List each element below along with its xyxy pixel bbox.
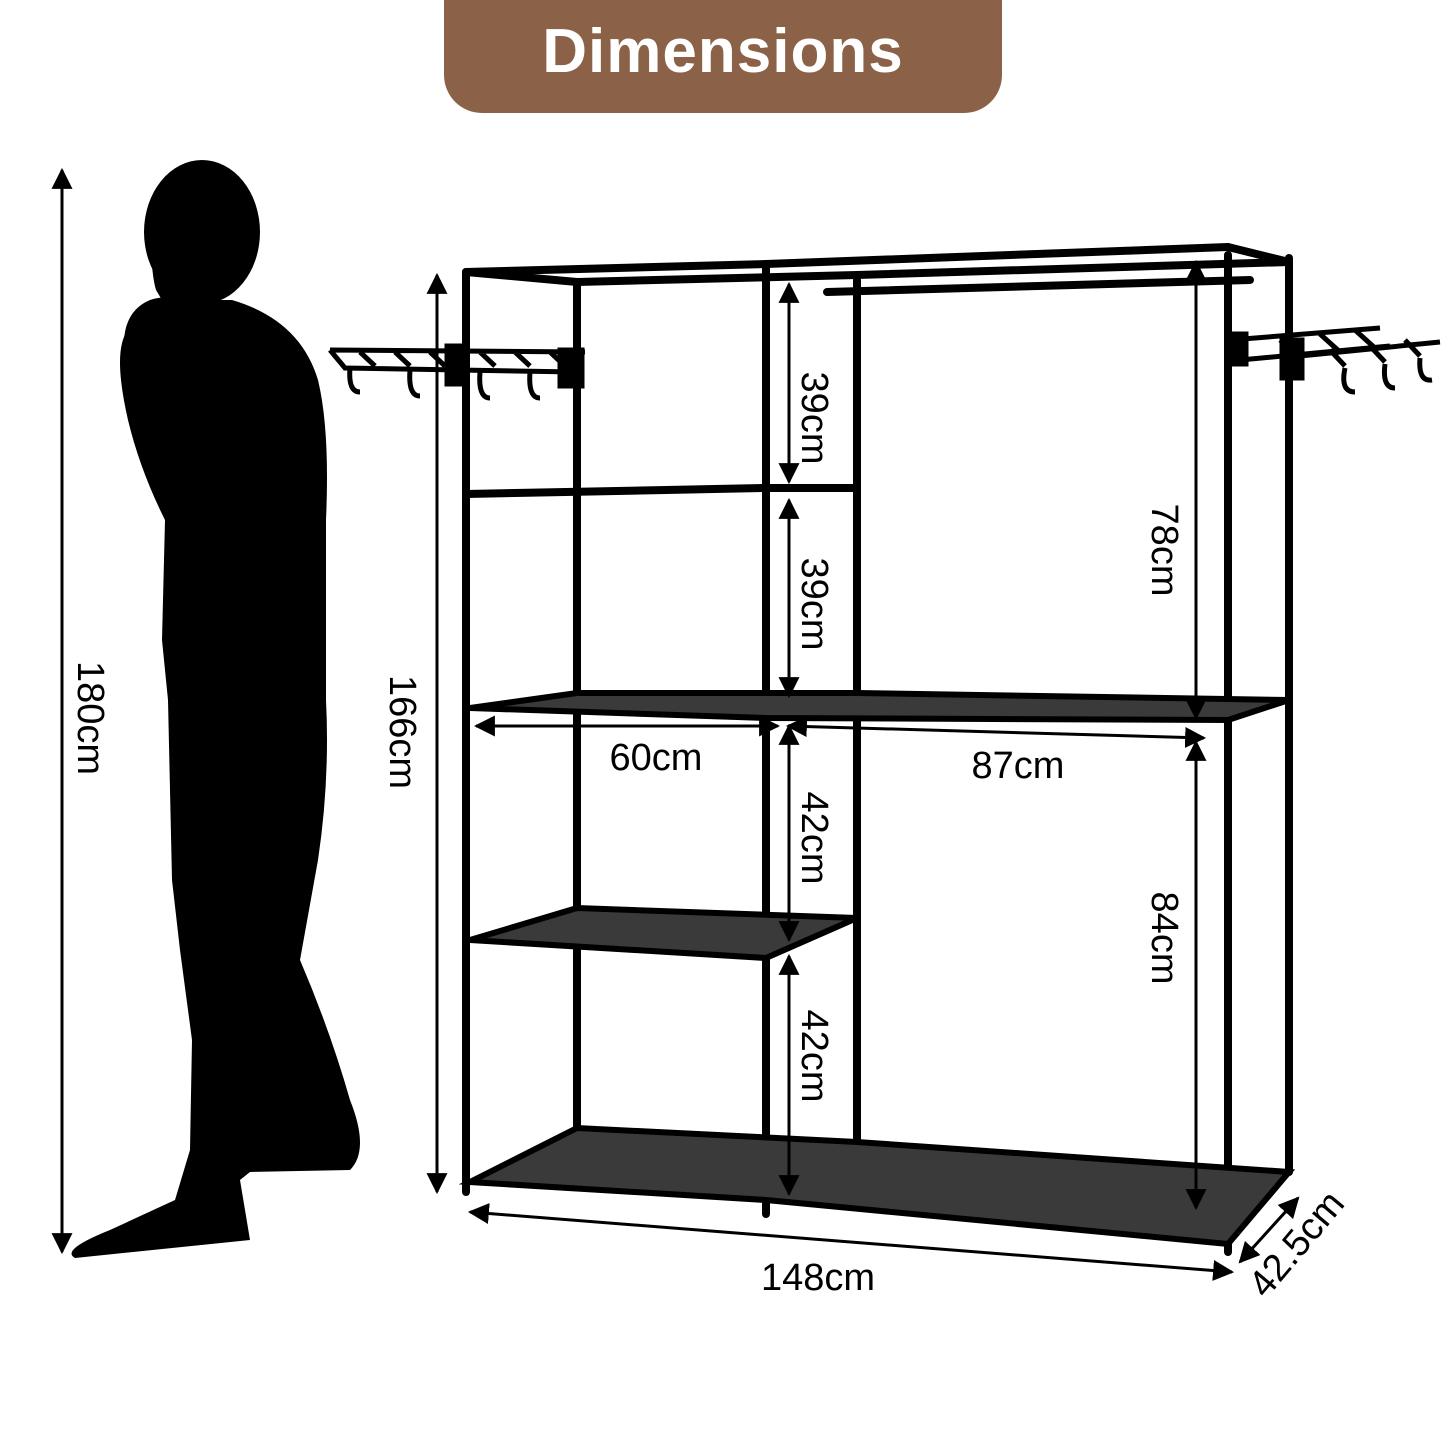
left-width-label: 60cm: [610, 737, 703, 779]
left-hook-arm-icon: [328, 343, 586, 401]
inner-dimension-arrows: [467, 259, 1300, 1281]
total-width-label: 148cm: [761, 1257, 875, 1299]
top-cube-lower-label: 39cm: [793, 558, 835, 651]
banner-title: Dimensions: [542, 17, 904, 86]
wardrobe-frame: [462, 243, 1293, 1256]
overall-height-label: 166cm: [381, 675, 423, 789]
lower-cube-upper-label: 42cm: [793, 792, 835, 885]
dimensions-banner: Dimensions: [444, 0, 1002, 113]
person-height-label: 180cm: [69, 661, 111, 775]
hanging-lower-label: 84cm: [1143, 892, 1185, 985]
lower-cube-lower-label: 42cm: [793, 1010, 835, 1103]
shelf-middle: [469, 690, 1290, 724]
right-hook-arm-icon: [1225, 325, 1441, 395]
shelf-bottom: [458, 1124, 1296, 1248]
person-silhouette-icon: [71, 160, 361, 1258]
shelf-lower-left: [469, 904, 859, 962]
top-cube-upper-label: 39cm: [793, 372, 835, 465]
hanging-upper-label: 78cm: [1143, 504, 1185, 597]
right-width-label: 87cm: [972, 745, 1065, 787]
